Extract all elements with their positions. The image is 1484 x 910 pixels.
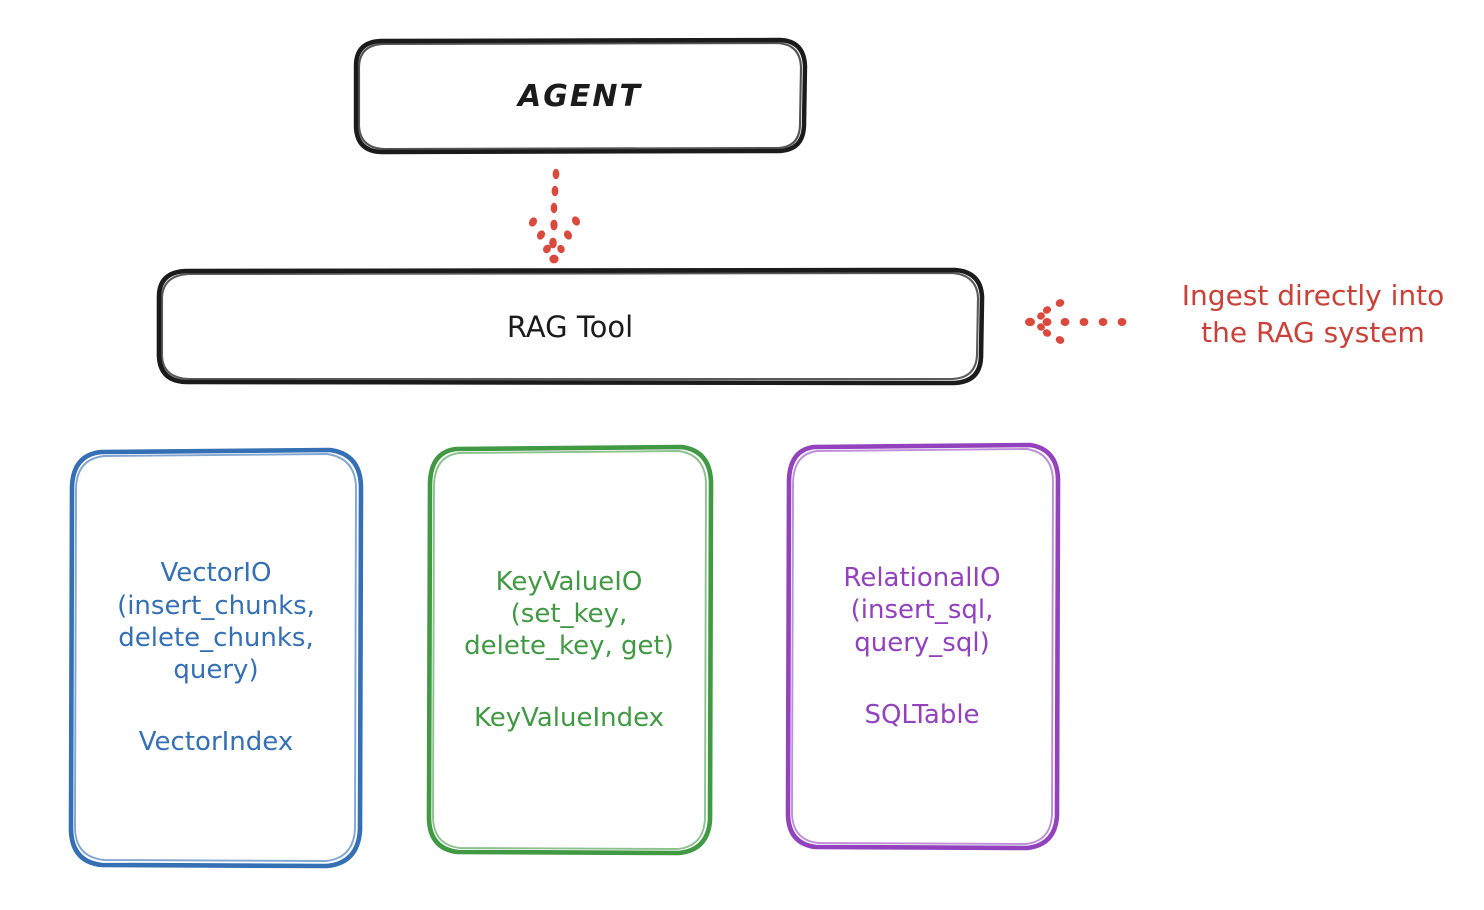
agent-box[interactable] [353, 37, 808, 155]
dotted-left-arrow-icon [1025, 299, 1127, 344]
relationalio-box[interactable] [785, 442, 1061, 851]
dotted-down-arrow-icon [528, 168, 581, 264]
vectorio-box[interactable] [68, 447, 364, 869]
rag-tool-box[interactable] [156, 267, 985, 386]
keyvalueio-box[interactable] [426, 444, 714, 856]
